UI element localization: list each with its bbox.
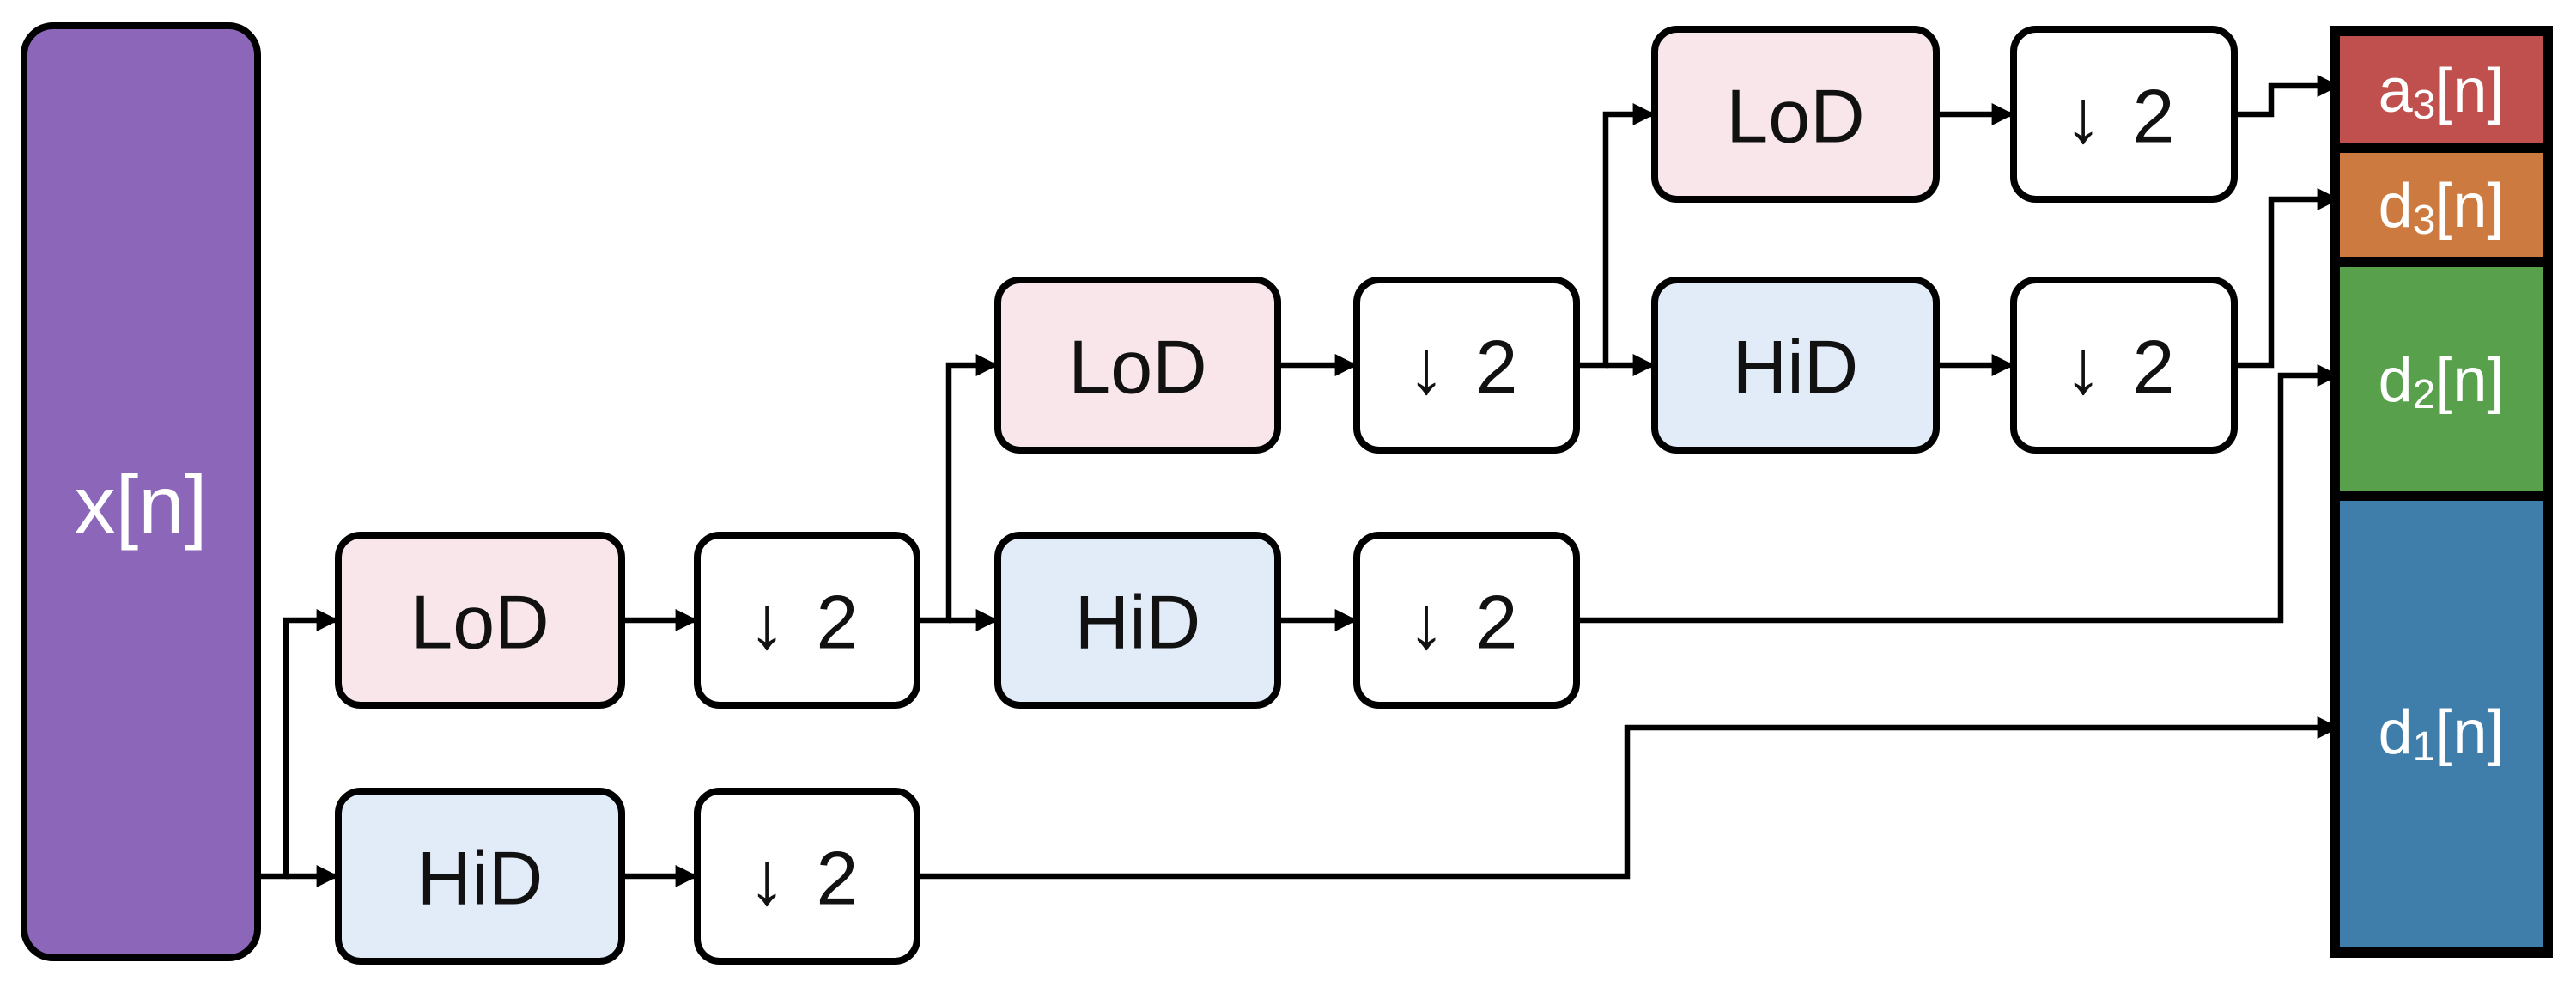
downsample-factor-label: 2 <box>1476 325 1518 410</box>
downsample-factor-label: 2 <box>817 580 859 665</box>
downsample-hid-level1 <box>694 788 920 965</box>
downsample-hid-level2 <box>1353 532 1580 709</box>
lod-label-level3: LoD <box>1726 74 1864 159</box>
downsample-factor-label: 2 <box>2133 325 2175 410</box>
lod-label-level1: LoD <box>410 580 549 665</box>
down-arrow-icon: ↓ <box>1407 325 1445 410</box>
down-arrow-icon: ↓ <box>1407 580 1445 665</box>
output-d1-block <box>2340 501 2543 947</box>
downsample-factor-label: 2 <box>1476 580 1518 665</box>
downsample-factor-label: 2 <box>817 836 859 921</box>
downsample-lod-level3 <box>2010 26 2238 203</box>
connectors <box>258 75 2340 887</box>
lod-filter-level1 <box>335 532 625 709</box>
downsample-lod-level1 <box>694 532 920 709</box>
lod-filter-level2 <box>994 277 1281 454</box>
output-d3-label: d3[n] <box>2379 172 2505 243</box>
output-coefficients: a3[n] d3[n] d2[n] d1[n] <box>2330 26 2553 958</box>
output-d1-label: d1[n] <box>2379 698 2505 770</box>
downsample-factor-label: 2 <box>2133 74 2175 159</box>
output-d2-label: d2[n] <box>2379 346 2505 417</box>
down-arrow-icon: ↓ <box>748 580 786 665</box>
down-arrow-icon: ↓ <box>748 836 786 921</box>
output-a3-block <box>2340 36 2543 143</box>
down-arrow-icon: ↓ <box>2064 325 2102 410</box>
output-d2-block <box>2340 267 2543 490</box>
hid-filter-level3 <box>1651 277 1940 454</box>
input-signal-block <box>21 22 261 961</box>
lod-label-level2: LoD <box>1068 325 1206 410</box>
hid-label-level1: HiD <box>417 836 544 921</box>
down-arrow-icon: ↓ <box>2064 74 2102 159</box>
hid-label-level2: HiD <box>1075 580 1201 665</box>
hid-filter-level2 <box>994 532 1281 709</box>
output-d3-block <box>2340 153 2543 257</box>
input-signal-label: x[n] <box>75 460 208 551</box>
output-a3-label: a3[n] <box>2379 57 2505 128</box>
hid-filter-level1 <box>335 788 625 965</box>
lod-filter-level3 <box>1651 26 1940 203</box>
downsample-hid-level3 <box>2010 277 2238 454</box>
downsample-lod-level2 <box>1353 277 1580 454</box>
hid-label-level3: HiD <box>1733 325 1859 410</box>
